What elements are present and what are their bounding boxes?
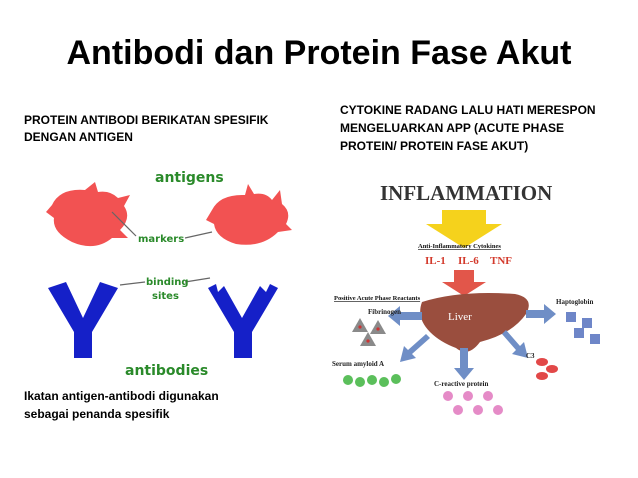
right-heading-line-3: PROTEIN/ PROTEIN FASE AKUT) — [340, 139, 529, 153]
antigens-label: antigens — [155, 170, 224, 186]
cytokines-heading: Anti-Inflammatory Cytokines — [418, 243, 501, 250]
binding-pointer-left — [119, 281, 146, 286]
markers-label: markers — [138, 234, 184, 245]
arrow-to-haptoglobin — [526, 304, 556, 324]
arrow-to-fibrinogen — [388, 306, 422, 326]
antibody-right — [208, 284, 278, 358]
binding-pointer-right — [184, 277, 211, 283]
arrow-to-c3 — [502, 330, 528, 358]
right-heading-line-2: MENGELUARKAN APP (ACUTE PHASE — [340, 121, 565, 135]
fibrinogen-label: Fibrinogen — [368, 308, 401, 316]
c3-icons — [536, 358, 558, 380]
antibody-left — [48, 282, 118, 358]
haptoglobin-label: Haptoglobin — [556, 298, 593, 306]
inflammation-title: INFLAMMATION — [380, 181, 552, 205]
left-heading-line-2: DENGAN ANTIGEN — [24, 130, 133, 144]
left-heading-line-1: PROTEIN ANTIBODI BERIKATAN SPESIFIK — [24, 113, 269, 127]
antibodies-label: antibodies — [125, 363, 208, 379]
cytokine-tnf: TNF — [490, 255, 512, 267]
left-footer: Ikatan antigen-antibodi digunakan sebaga… — [24, 387, 314, 423]
right-heading: CYTOKINE RADANG LALU HATI MERESPON MENGE… — [340, 101, 630, 155]
marker-pointer-left — [111, 211, 137, 237]
sites-label: sites — [152, 291, 179, 302]
crp-icons — [443, 391, 503, 415]
crp-label: C-reactive protein — [434, 380, 488, 388]
serum-amyloid-label: Serum amyloid A — [332, 360, 384, 368]
c3-label: C3 — [526, 352, 535, 360]
yellow-down-arrow — [426, 210, 502, 248]
left-footer-line-1: Ikatan antigen-antibodi digunakan — [24, 389, 219, 403]
liver-shape — [420, 293, 529, 352]
antigen-right — [206, 184, 292, 245]
inflammation-diagram: INFLAMMATION Anti-Inflammatory Cytokines… — [332, 181, 600, 415]
antigen-left — [46, 182, 130, 247]
left-heading: PROTEIN ANTIBODI BERIKATAN SPESIFIK DENG… — [24, 112, 314, 146]
fibrinogen-icons — [352, 318, 386, 346]
slide-title: Antibodi dan Protein Fase Akut — [66, 34, 572, 72]
marker-pointer-right — [184, 231, 213, 239]
serum-amyloid-icons — [343, 374, 401, 387]
haptoglobin-icons — [566, 312, 600, 344]
liver-label: Liver — [448, 311, 472, 323]
left-footer-line-2: sebagai penanda spesifik — [24, 407, 170, 421]
cytokine-il1: IL-1 — [425, 255, 446, 267]
arrow-to-crp — [454, 348, 474, 380]
reactants-heading: Positive Acute Phase Reactants — [334, 295, 421, 302]
binding-label: binding — [146, 277, 189, 288]
red-down-arrow — [442, 270, 486, 296]
antibody-antigen-diagram: antigens markers binding sites antibodie… — [46, 170, 292, 379]
right-heading-line-1: CYTOKINE RADANG LALU HATI MERESPON — [340, 103, 596, 117]
cytokine-il6: IL-6 — [458, 255, 479, 267]
arrow-to-serum-amyloid — [400, 334, 430, 362]
